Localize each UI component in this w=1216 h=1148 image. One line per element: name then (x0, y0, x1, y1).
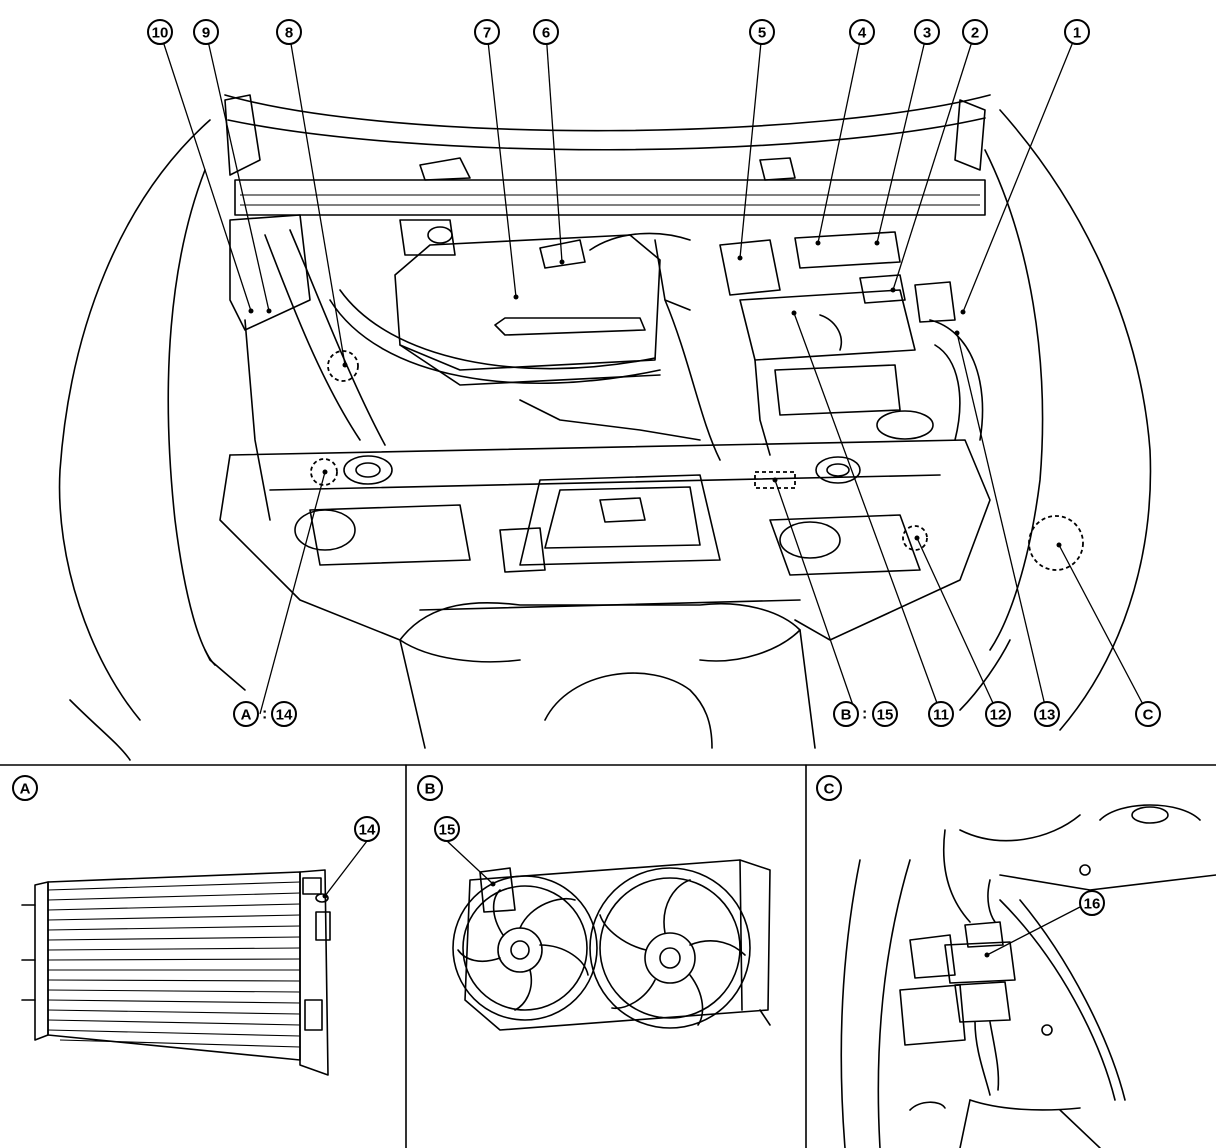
svg-text:14: 14 (276, 707, 293, 724)
svg-text:C: C (1143, 707, 1154, 724)
callout-c4: 4 (849, 19, 875, 45)
panel-b-cooling-fan: B 15 (417, 775, 771, 1031)
callout-c6: 6 (533, 19, 559, 45)
panel-c-callout-16: 16 (1079, 890, 1105, 916)
svg-text:B: B (425, 781, 436, 798)
callout-c12: 12 (985, 701, 1011, 727)
svg-text:15: 15 (439, 822, 456, 839)
svg-text:B: B (841, 707, 852, 724)
svg-text:11: 11 (933, 707, 949, 724)
svg-text:3: 3 (923, 25, 931, 42)
panel-a-radiator: A 14 (12, 775, 380, 1076)
svg-text:6: 6 (542, 25, 550, 42)
svg-text:1: 1 (1073, 25, 1081, 42)
svg-text:4: 4 (858, 25, 867, 42)
svg-text:2: 2 (971, 25, 979, 42)
panel-b-callout-15: 15 (434, 816, 460, 842)
callout-c1: 1 (1064, 19, 1090, 45)
callout-c9: 9 (193, 19, 219, 45)
ref-a-14: A : 14 (233, 701, 297, 727)
marker-item-14 (310, 458, 338, 486)
callout-c13: 13 (1034, 701, 1060, 727)
callout-c8: 8 (276, 19, 302, 45)
marker-view-c (1028, 515, 1084, 571)
callout-c5: 5 (749, 19, 775, 45)
panel-c-harness-detail: C 16 (816, 775, 1216, 1148)
engine-compartment-drawing (58, 94, 1152, 761)
callout-cC: C (1135, 701, 1161, 727)
svg-text:5: 5 (758, 25, 766, 42)
left-fan-blades (457, 889, 589, 1011)
svg-text:A: A (20, 781, 31, 798)
detail-panel-frame (0, 764, 1216, 1148)
svg-text:A: A (241, 707, 252, 724)
svg-text:15: 15 (877, 707, 894, 724)
callout-c11: 11 (928, 701, 954, 727)
svg-text:7: 7 (483, 25, 491, 42)
panel-a-callout-14: 14 (354, 816, 380, 842)
right-fan-blades (599, 879, 746, 1026)
svg-text:9: 9 (202, 25, 210, 42)
svg-text::: : (262, 706, 267, 723)
panel-b-letter: B (417, 775, 443, 801)
svg-text:16: 16 (1084, 896, 1101, 913)
location-markers (310, 350, 1084, 571)
radiator-fins (47, 881, 301, 1048)
svg-text:10: 10 (152, 25, 169, 42)
svg-text:C: C (824, 781, 835, 798)
svg-text:13: 13 (1039, 707, 1056, 724)
svg-text:14: 14 (359, 822, 376, 839)
ref-b-15: B : 15 (833, 701, 898, 727)
marker-item-12 (902, 525, 928, 551)
svg-text:12: 12 (990, 707, 1007, 724)
svg-text:8: 8 (285, 25, 293, 42)
svg-text::: : (862, 706, 867, 723)
callout-c3: 3 (914, 19, 940, 45)
leader-lines (159, 31, 1149, 715)
panel-c-letter: C (816, 775, 842, 801)
callout-c7: 7 (474, 19, 500, 45)
callout-c2: 2 (962, 19, 988, 45)
panel-a-letter: A (12, 775, 38, 801)
callout-c10: 10 (147, 19, 173, 45)
